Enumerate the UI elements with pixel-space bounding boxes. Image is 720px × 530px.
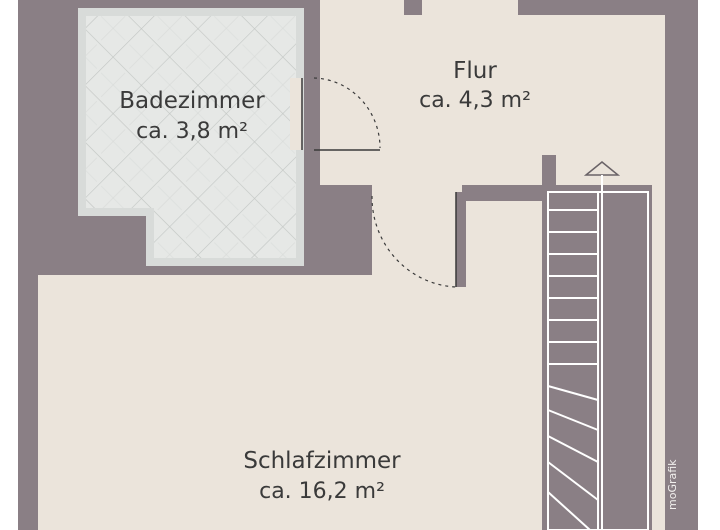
bedroom-area: ca. 16,2 m² bbox=[259, 479, 385, 504]
hallway-door-opening bbox=[372, 185, 462, 285]
hallway-area: ca. 4,3 m² bbox=[419, 88, 531, 113]
bathroom-area: ca. 3,8 m² bbox=[136, 119, 248, 144]
bedroom-name: Schlafzimmer bbox=[243, 448, 401, 474]
hallway-name: Flur bbox=[453, 58, 497, 84]
hallway-partition-wall-right bbox=[462, 185, 542, 201]
bedroom-door bbox=[371, 192, 457, 288]
bathroom-door bbox=[301, 77, 381, 151]
hallway-partition-wall bbox=[320, 185, 372, 275]
credit-text: moGrafik bbox=[666, 459, 679, 510]
top-wall-right bbox=[518, 0, 665, 15]
bathroom-floor bbox=[78, 8, 304, 266]
bathroom-name: Badezimmer bbox=[119, 88, 265, 114]
hallway-partition-post bbox=[456, 192, 466, 287]
bathroom-door-frame bbox=[290, 78, 302, 150]
top-wall-post bbox=[404, 0, 422, 15]
staircase bbox=[547, 191, 649, 530]
